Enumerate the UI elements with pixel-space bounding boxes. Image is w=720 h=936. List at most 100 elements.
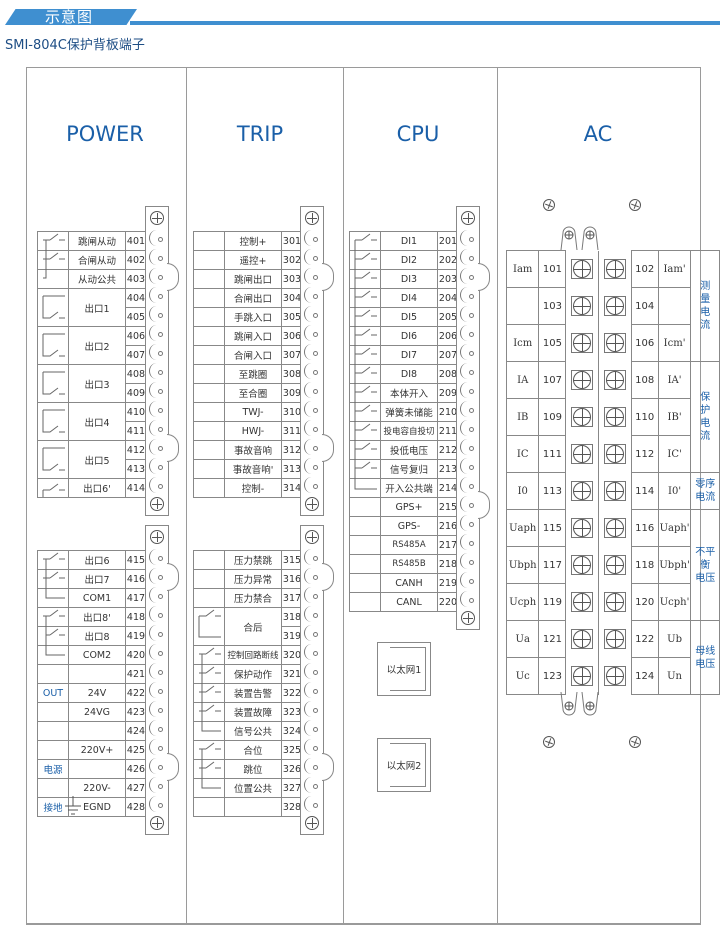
ac-screw-cell bbox=[565, 472, 600, 510]
terminal-pin bbox=[304, 230, 319, 246]
ac-terminal-number: 116 bbox=[630, 509, 659, 547]
terminal-pin bbox=[304, 720, 319, 736]
terminal-label: 出口2 bbox=[68, 326, 126, 365]
terminal-label: TWJ- bbox=[224, 402, 282, 422]
ac-signal-left: Ubph bbox=[505, 546, 540, 584]
terminal-label: 本体开入 bbox=[380, 383, 438, 403]
terminal-number: 421 bbox=[125, 664, 147, 684]
screw-icon bbox=[603, 333, 626, 353]
screw-icon bbox=[150, 497, 164, 511]
contact-symbol bbox=[349, 573, 381, 593]
terminal-pin bbox=[460, 306, 475, 322]
banner-bar bbox=[130, 21, 720, 25]
section-title-power: POWER bbox=[66, 122, 144, 146]
ac-screw-cell bbox=[565, 509, 600, 547]
terminal-pin bbox=[304, 796, 319, 812]
terminal-label: 控制+ bbox=[224, 231, 282, 251]
ac-screw-cell bbox=[598, 509, 632, 547]
terminal-block bbox=[145, 206, 179, 516]
relay-contact-icon bbox=[43, 233, 65, 279]
terminal-pin bbox=[460, 401, 475, 417]
terminal-label: 24VG bbox=[68, 702, 126, 722]
terminal-pin bbox=[149, 344, 164, 360]
terminal-label: 装置告警 bbox=[224, 683, 282, 703]
ac-terminal-number: 121 bbox=[538, 620, 567, 658]
terminal-pin bbox=[460, 534, 475, 550]
section-title-ac: AC bbox=[583, 122, 613, 146]
ac-signal-left: Iam bbox=[505, 250, 540, 288]
screw-icon bbox=[571, 592, 594, 612]
terminal-pin bbox=[460, 382, 475, 398]
terminal-pin bbox=[149, 758, 164, 774]
ac-terminal-number: 113 bbox=[538, 472, 567, 510]
ac-terminal-number: 104 bbox=[630, 287, 659, 325]
ac-screw-cell bbox=[598, 583, 632, 621]
terminal-pin bbox=[149, 420, 164, 436]
terminal-pin bbox=[460, 572, 475, 588]
divider bbox=[343, 67, 344, 925]
mounting-screw-icon bbox=[629, 736, 641, 748]
terminal-pin bbox=[460, 230, 475, 246]
terminal-number: 422 bbox=[125, 683, 147, 703]
contact-symbol bbox=[193, 550, 225, 570]
screw-icon bbox=[571, 370, 594, 390]
screw-icon bbox=[603, 629, 626, 649]
terminal-number: 409 bbox=[125, 383, 147, 403]
terminal-label: 至合圈 bbox=[224, 383, 282, 403]
group-label bbox=[37, 778, 69, 798]
ac-screw-cell bbox=[565, 398, 600, 436]
contact-symbol bbox=[349, 516, 381, 536]
terminal-label: DI7 bbox=[380, 345, 438, 365]
ac-terminal-number: 107 bbox=[538, 361, 567, 399]
ac-terminal-number: 114 bbox=[630, 472, 659, 510]
terminal-label: 合闸入口 bbox=[224, 345, 282, 365]
terminal-number: 401 bbox=[125, 231, 147, 251]
terminal-label: GPS- bbox=[380, 516, 438, 536]
terminal-label: 跳位 bbox=[224, 759, 282, 779]
terminal-label: 控制回路断线 bbox=[224, 645, 282, 665]
section-title-trip: TRIP bbox=[236, 122, 284, 146]
screw-icon bbox=[305, 211, 319, 225]
terminal-number: 411 bbox=[125, 421, 147, 441]
terminal-pin bbox=[304, 625, 319, 641]
diagram-subtitle: SMI-804C保护背板端子 bbox=[5, 38, 145, 53]
terminal-number: 426 bbox=[125, 759, 147, 779]
ac-terminal-number: 101 bbox=[538, 250, 567, 288]
contact-symbol bbox=[349, 497, 381, 517]
terminal-label: COM1 bbox=[68, 588, 126, 608]
terminal-block bbox=[300, 206, 334, 516]
ac-terminal-number: 122 bbox=[630, 620, 659, 658]
terminal-pin bbox=[149, 268, 164, 284]
ac-signal-left: Ua bbox=[505, 620, 540, 658]
ac-terminal-number: 111 bbox=[538, 435, 567, 473]
screw-icon bbox=[571, 407, 594, 427]
ac-screw-cell bbox=[565, 250, 600, 288]
terminal-number: 414 bbox=[125, 478, 147, 498]
terminal-label: COM2 bbox=[68, 645, 126, 665]
contact-symbol bbox=[193, 402, 225, 422]
terminal-label: 装置故障 bbox=[224, 702, 282, 722]
terminal-label: 投低电压 bbox=[380, 440, 438, 460]
group-label bbox=[37, 740, 69, 760]
terminal-pin bbox=[460, 249, 475, 265]
contact-symbol bbox=[193, 326, 225, 346]
terminal-number: 425 bbox=[125, 740, 147, 760]
contact-symbol bbox=[193, 588, 225, 608]
terminal-pin bbox=[304, 287, 319, 303]
terminal-pin bbox=[149, 568, 164, 584]
